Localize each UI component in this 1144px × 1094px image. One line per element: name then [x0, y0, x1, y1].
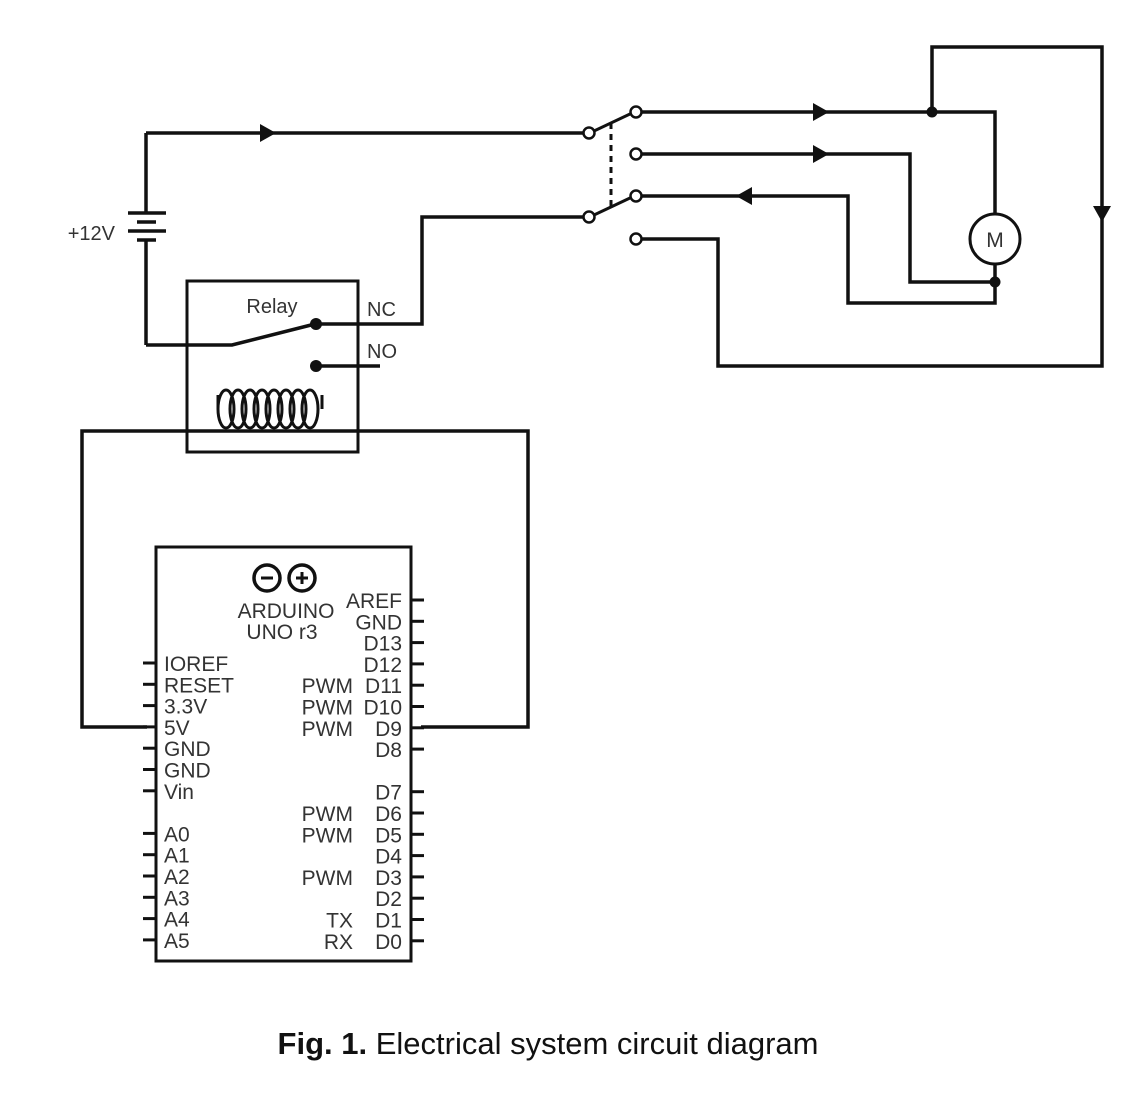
pin-annotation: PWM: [302, 867, 353, 890]
pin-label-left: 5V: [164, 717, 190, 740]
pin-label-right: D6: [375, 803, 402, 826]
arrow-down-icon: [1093, 206, 1111, 222]
pin-label-left: A4: [164, 909, 190, 932]
figure-title: Electrical system circuit diagram: [375, 1026, 819, 1061]
wire-switch-out-2: [642, 152, 995, 284]
arduino-logo: [252, 563, 317, 593]
pin-annotation: RX: [324, 931, 353, 954]
pin-label-right: D10: [363, 697, 402, 720]
wire-switch-out-1: [642, 110, 997, 215]
pin-label-right: D11: [365, 675, 402, 698]
pin-annotation: PWM: [302, 803, 353, 826]
arrow-right-icon: [260, 124, 276, 142]
wire-coil-to-5v: [80, 429, 187, 729]
battery-label: +12V: [68, 223, 116, 245]
pin-annotation: PWM: [302, 675, 353, 698]
motor-label: M: [986, 229, 1004, 252]
pin-label-left: RESET: [164, 674, 234, 697]
relay-no-label: NO: [367, 341, 397, 363]
arrow-left-icon: [736, 187, 752, 205]
wire-reverse-loop: [642, 45, 1104, 368]
pin-label-left: GND: [164, 760, 211, 783]
pin-annotation: PWM: [302, 718, 353, 741]
wire-coil-to-d9: [358, 429, 530, 729]
arduino-name: ARDUINO: [238, 600, 335, 623]
pin-label-left: GND: [164, 738, 211, 761]
pin-label-right: D7: [375, 782, 402, 805]
pin-label-left: A1: [164, 845, 190, 868]
pin-label-right: D3: [375, 867, 402, 890]
pin-label-right: GND: [355, 611, 402, 634]
arduino-model: UNO r3: [246, 621, 317, 644]
pin-annotation: PWM: [302, 697, 353, 720]
circuit-diagram: +12V M Relay NC NO: [68, 45, 1111, 963]
battery-12v: +12V: [68, 133, 166, 345]
pin-label-left: A5: [164, 930, 190, 953]
arrow-right-icon: [813, 145, 829, 163]
junction-dot: [989, 276, 1001, 288]
figure-caption: Fig. 1. Electrical system circuit diagra…: [0, 1026, 1096, 1062]
pin-label-right: D1: [375, 910, 402, 933]
relay: Relay NC NO: [146, 215, 583, 454]
pin-label-right: D13: [363, 633, 402, 656]
relay-nc-label: NC: [367, 299, 396, 321]
coil-icon: [216, 388, 324, 430]
pin-label-left: Vin: [164, 781, 194, 804]
arduino-board: ARDUINO UNO r3 IOREFRESET3.3V5VGNDGNDVin…: [143, 545, 424, 963]
pin-label-right: D2: [375, 888, 402, 911]
dpdt-switch: [582, 105, 643, 246]
pin-annotation: PWM: [302, 824, 353, 847]
pin-label-right: D0: [375, 931, 402, 954]
wire-switch-out-3: [642, 194, 997, 305]
pin-label-right: D12: [363, 654, 402, 677]
pin-label-right: D9: [375, 718, 402, 741]
pin-label-right: D8: [375, 739, 402, 762]
pin-annotation: TX: [326, 910, 353, 933]
pin-label-left: 3.3V: [164, 696, 207, 719]
pin-label-left: A2: [164, 866, 190, 889]
figure-number: Fig. 1.: [277, 1026, 368, 1061]
pin-label-left: A3: [164, 887, 190, 910]
arrow-right-icon: [813, 103, 829, 121]
pin-label-right: D4: [375, 846, 402, 869]
pin-label-right: AREF: [346, 590, 402, 613]
relay-label: Relay: [246, 296, 297, 318]
pin-label-left: A0: [164, 823, 190, 846]
pin-label-left: IOREF: [164, 653, 228, 676]
motor: M: [968, 212, 1022, 266]
pin-label-right: D5: [375, 824, 402, 847]
